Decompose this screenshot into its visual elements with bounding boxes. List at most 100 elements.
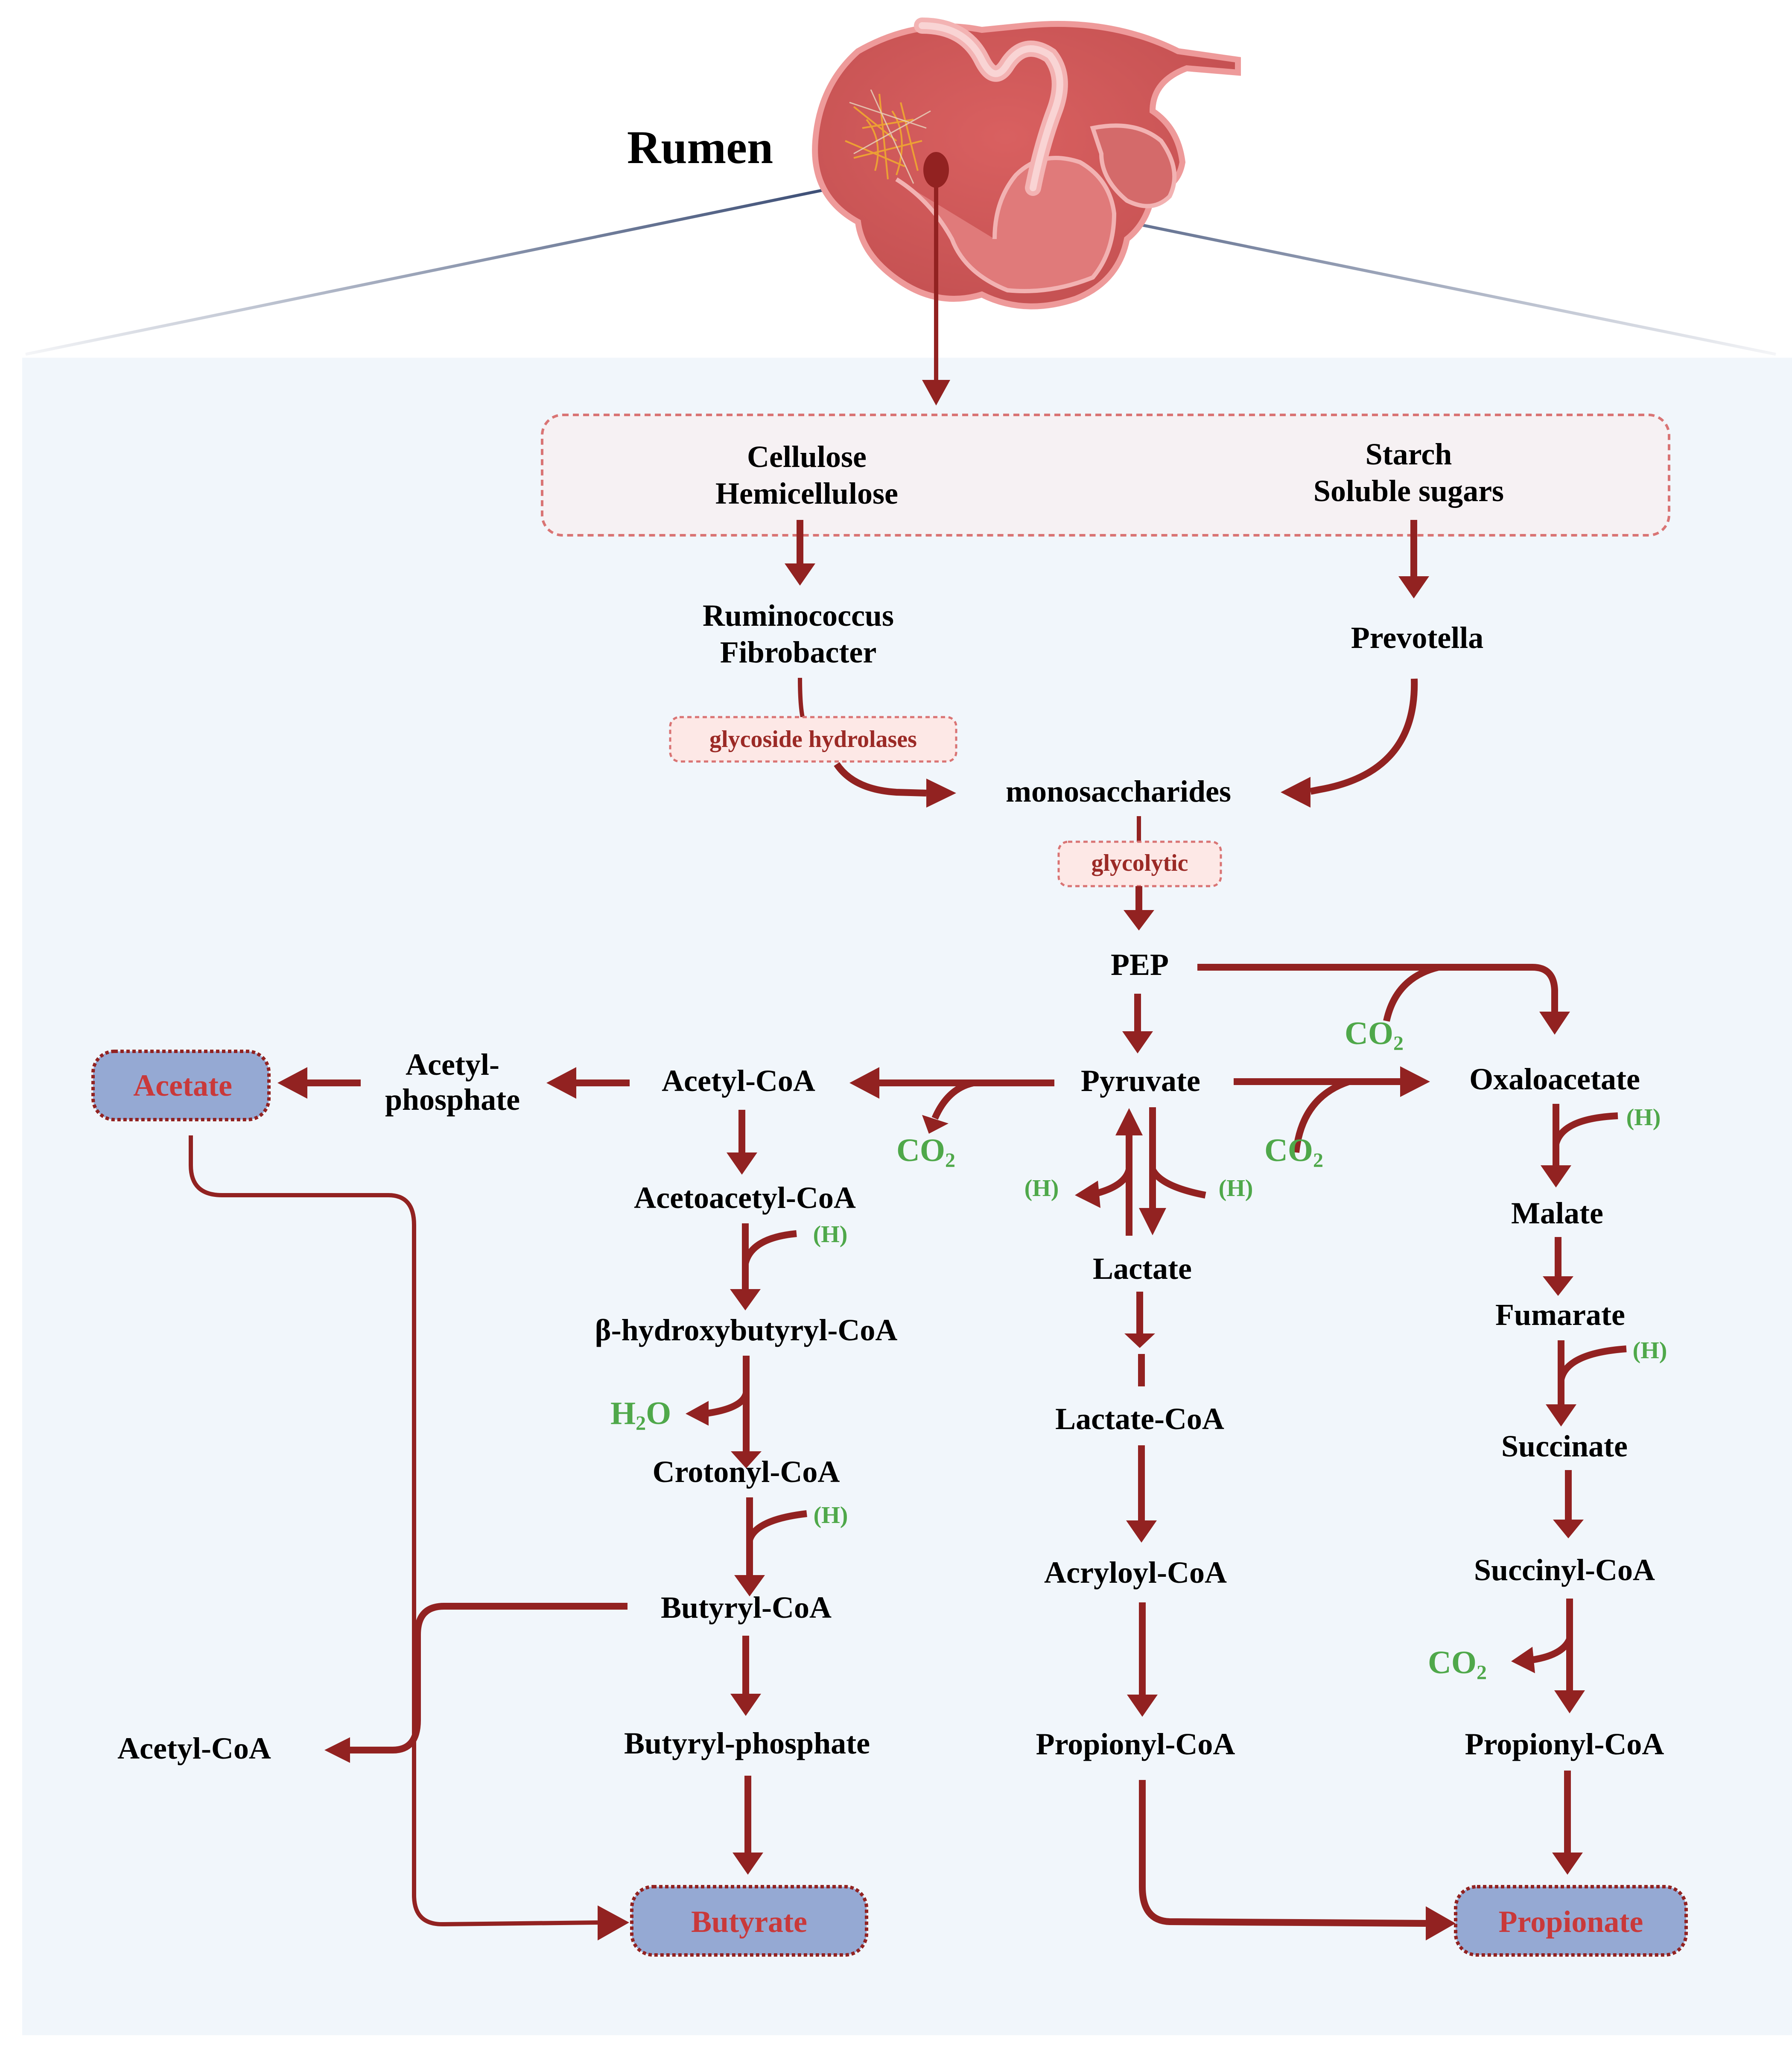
arrow-head — [1127, 1695, 1158, 1717]
h-label: (H) — [1626, 1104, 1661, 1131]
arrow-head — [922, 380, 950, 406]
svg-text:CO2: CO2 — [1345, 1015, 1404, 1055]
metabolite-acetyl-coa-2: Acetyl-CoA — [117, 1731, 271, 1765]
arrow-head — [1426, 1906, 1456, 1940]
arrow-line — [798, 677, 805, 718]
arrow-head — [731, 1451, 762, 1468]
metabolite-malate: Malate — [1511, 1196, 1603, 1230]
metabolite-propionyl-coa-2: Propionyl-CoA — [1465, 1727, 1664, 1761]
enzyme-glycolytic: glycolytic — [1091, 850, 1188, 876]
arrow-head — [1124, 1333, 1155, 1348]
arrow-line — [1553, 1112, 1618, 1145]
h-label: (H) — [814, 1502, 848, 1529]
arrow-head — [1075, 1181, 1100, 1208]
arrow-head — [1122, 1031, 1153, 1053]
svg-text:Butyrate: Butyrate — [691, 1905, 807, 1939]
substrate-cellulose: Cellulose — [747, 440, 867, 474]
product-propionate: Propionate — [1454, 1885, 1688, 1957]
svg-text:H2O: H2O — [610, 1395, 671, 1435]
arrow-line — [703, 1392, 750, 1417]
metabolite-butyryl-phosphate: Butyryl-phosphate — [624, 1726, 870, 1760]
metabolite-lactate: Lactate — [1093, 1252, 1192, 1286]
arrow-line — [742, 1230, 797, 1265]
arrow-head — [1400, 1066, 1430, 1097]
metabolite-acryloyl-coa: Acryloyl-CoA — [1044, 1555, 1227, 1590]
arrow-head — [730, 1289, 761, 1310]
substrate-hemicellulose: Hemicellulose — [715, 476, 898, 511]
product-acetate: Acetate — [91, 1050, 271, 1121]
arrow-head — [1546, 1404, 1576, 1427]
metabolite-succinyl-coa: Succinyl-CoA — [1474, 1553, 1655, 1587]
co2-label: CO2 — [1428, 1645, 1487, 1684]
substrate-soluble-sugars: Soluble sugars — [1313, 474, 1504, 508]
metabolite-acetyl-phosphate-1: Acetyl- — [406, 1047, 499, 1082]
h-label: (H) — [1633, 1337, 1667, 1364]
arrow-head — [277, 1067, 307, 1099]
co2-label: CO2 — [896, 1132, 955, 1172]
rumen-illustration — [812, 18, 1241, 309]
enzyme-hydrolases: glycoside hydrolases — [709, 726, 917, 753]
arrow-line — [1149, 1167, 1206, 1199]
svg-text:Propionate: Propionate — [1499, 1905, 1643, 1939]
metabolite-acetyl-coa: Acetyl-CoA — [662, 1064, 815, 1098]
arrow-head — [730, 1694, 761, 1716]
co2-label: CO2 — [1264, 1132, 1323, 1172]
arrow-head — [686, 1401, 709, 1426]
arrow-line — [746, 1510, 807, 1541]
bacteria-fibrobacter: Fibrobacter — [720, 635, 877, 669]
arrow-head — [1139, 1208, 1166, 1235]
arrow-line — [1310, 678, 1418, 795]
arrow-head — [922, 1115, 949, 1134]
metabolite-fumarate: Fumarate — [1495, 1298, 1625, 1332]
metabolite-propionyl-coa-1: Propionyl-CoA — [1036, 1727, 1235, 1761]
arrow-head — [598, 1905, 629, 1940]
arrow-line — [1293, 1078, 1350, 1153]
metabolite-oxaloacetate: Oxaloacetate — [1469, 1062, 1640, 1096]
rumen-pin-icon — [923, 152, 949, 188]
arrow-head — [1554, 1690, 1585, 1713]
arrow-head — [546, 1067, 576, 1099]
zoom-line-left — [25, 173, 897, 356]
svg-text:CO2: CO2 — [1428, 1645, 1487, 1684]
metabolite-butyryl-coa: Butyryl-CoA — [661, 1590, 832, 1625]
product-butyrate: Butyrate — [630, 1885, 868, 1957]
enzyme-box-hydrolases — [669, 716, 957, 763]
arrow-head — [1553, 1520, 1584, 1538]
arrow-line — [1139, 1780, 1426, 1927]
svg-text:CO2: CO2 — [896, 1132, 955, 1172]
svg-text:CO2: CO2 — [1264, 1132, 1323, 1172]
arrow-line — [1383, 964, 1439, 1022]
arrow-line — [834, 762, 927, 796]
arrow-head — [1511, 1647, 1535, 1673]
arrow-head — [1539, 1012, 1570, 1035]
arrow-head — [1115, 1108, 1143, 1135]
svg-text:Acetate: Acetate — [133, 1068, 232, 1103]
h-label: (H) — [1219, 1175, 1253, 1202]
metabolite-pep: PEP — [1111, 948, 1169, 982]
substrate-starch: Starch — [1366, 437, 1452, 471]
metabolite-lactate-coa: Lactate-CoA — [1055, 1402, 1224, 1436]
arrow-head — [1124, 910, 1154, 931]
arrow-head — [324, 1737, 350, 1763]
arrow-head — [926, 779, 956, 808]
h-label: (H) — [813, 1221, 848, 1248]
bacteria-prevotella: Prevotella — [1351, 621, 1484, 655]
substrate-box — [541, 414, 1670, 537]
arrow-line — [189, 1135, 598, 1927]
arrow-head — [1552, 1853, 1583, 1875]
arrow-head — [727, 1152, 757, 1175]
metabolite-succinate: Succinate — [1501, 1429, 1628, 1463]
bacteria-ruminococcus: Ruminococcus — [703, 598, 894, 633]
arrow-head — [1541, 1165, 1571, 1187]
h-label: (H) — [1024, 1175, 1059, 1202]
metabolite-acetyl-phosphate-2: phosphate — [385, 1082, 520, 1117]
co2-label: CO2 — [1345, 1015, 1404, 1055]
arrow-head — [734, 1575, 765, 1596]
metabolite-pyruvate: Pyruvate — [1081, 1064, 1200, 1098]
arrows-group — [785, 520, 1429, 598]
arrow-line — [931, 1079, 974, 1120]
arrow-line — [1527, 1637, 1573, 1664]
metabolite-hydroxybutyryl-coa: β-hydroxybutyryl-CoA — [595, 1313, 898, 1347]
arrow-head — [1281, 777, 1310, 808]
